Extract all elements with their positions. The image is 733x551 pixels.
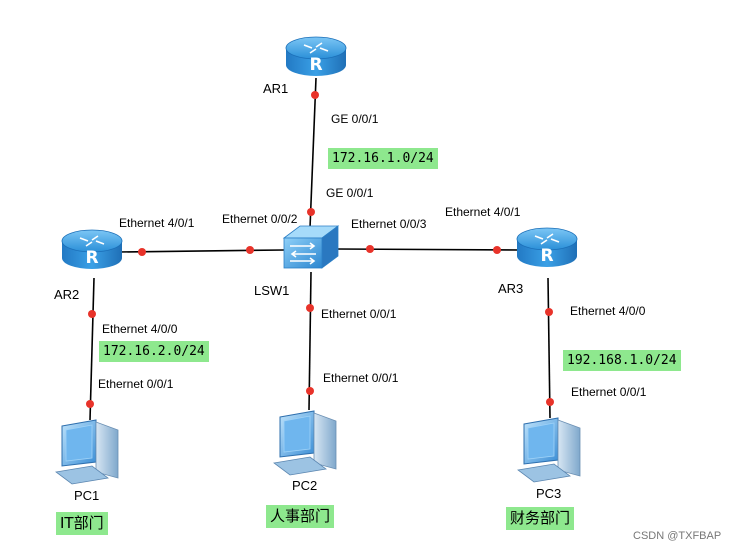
port-dot [366,245,374,253]
link-ar2-pc1 [89,277,95,421]
port-dot [307,208,315,216]
port-dot [86,400,94,408]
switch-icon[interactable] [282,225,340,269]
interface-label-ar3-e401: Ethernet 4/0/1 [445,205,521,219]
interface-label-lsw-e002: Ethernet 0/0/2 [222,212,298,226]
interface-label-ar2-e401: Ethernet 4/0/1 [119,216,195,230]
port-dots [86,91,554,408]
device-label-pc1: PC1 [74,488,100,503]
interface-label-pc3-e001: Ethernet 0/0/1 [571,385,647,399]
pc-icon[interactable] [55,419,119,485]
department-label-it: IT部门 [56,512,108,535]
router-icon[interactable]: R [61,229,123,269]
svg-text:R: R [540,246,553,266]
device-label-pc2: PC2 [292,478,318,493]
network-label-ar2-pc1: 172.16.2.0/24 [99,341,209,362]
svg-text:R: R [309,55,322,75]
link-lsw1-ar3 [335,248,521,251]
device-label-ar3: AR3 [498,281,524,296]
port-dot [546,398,554,406]
port-dot [493,246,501,254]
link-ar3-pc3 [547,277,551,419]
network-label-ar3-pc3: 192.168.1.0/24 [563,350,681,371]
interface-label-ar3-e400: Ethernet 4/0/0 [570,304,646,318]
device-label-ar1: AR1 [263,81,289,96]
router-icon[interactable]: R [285,36,347,76]
port-dot [545,308,553,316]
port-dot [311,91,319,99]
interface-label-lsw-e003: Ethernet 0/0/3 [351,217,427,231]
port-dot [88,310,96,318]
port-dot [246,246,254,254]
interface-label-lsw-ge: GE 0/0/1 [326,186,374,200]
pc-icon[interactable] [517,417,581,483]
device-label-pc3: PC3 [536,486,562,501]
port-dot [138,248,146,256]
port-dot [306,304,314,312]
network-label-ar1-lsw1: 172.16.1.0/24 [328,148,438,169]
watermark: CSDN @TXFBAP [633,530,722,542]
interface-label-pc1-e001: Ethernet 0/0/1 [98,377,174,391]
interface-label-lsw-e001: Ethernet 0/0/1 [321,307,397,321]
device-label-lsw1: LSW1 [254,283,290,298]
svg-text:R: R [85,248,98,268]
router-icon[interactable]: R [516,227,578,267]
device-label-ar2: AR2 [54,287,80,302]
department-label-finance: 财务部门 [506,507,575,530]
interface-label-ar1-ge: GE 0/0/1 [331,112,379,126]
interface-label-ar2-e400: Ethernet 4/0/0 [102,322,178,336]
port-dot [306,387,314,395]
department-label-hr: 人事部门 [266,505,335,528]
interface-label-pc2-e001: Ethernet 0/0/1 [323,371,399,385]
link-lsw1-pc2 [308,271,312,411]
link-ar1-lsw1 [309,77,317,229]
pc-icon[interactable] [273,410,337,476]
